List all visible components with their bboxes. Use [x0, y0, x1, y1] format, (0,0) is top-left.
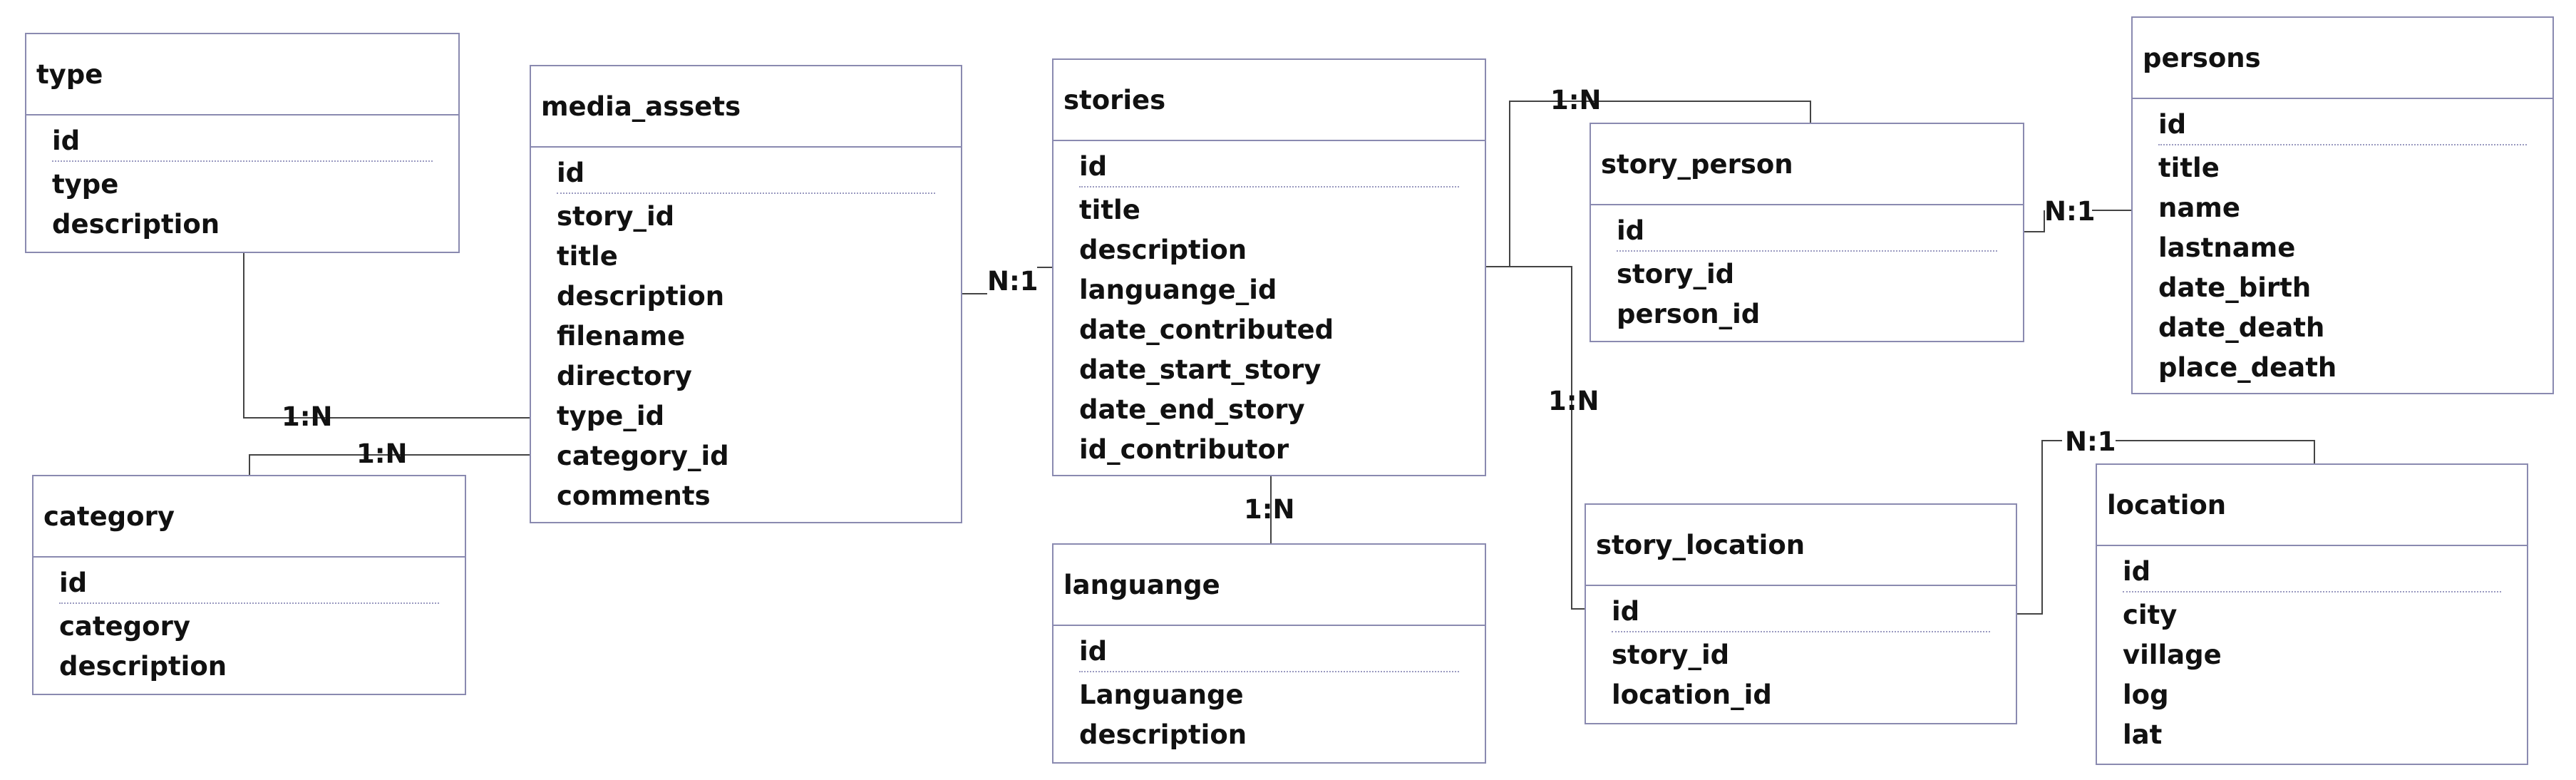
attribute: lastname: [2158, 232, 2296, 263]
attribute: category_id: [557, 441, 729, 471]
attribute: description: [59, 651, 227, 682]
line-stories-story-location: [1486, 266, 1585, 610]
attribute: date_start_story: [1079, 354, 1322, 385]
line-location-stub: [2116, 440, 2315, 463]
primary-key: id: [2123, 556, 2151, 587]
entity-name: media_assets: [541, 91, 741, 122]
attribute: id_contributor: [1079, 434, 1289, 465]
attribute: title: [1079, 195, 1140, 225]
attribute: directory: [557, 361, 692, 391]
primary-key: id: [59, 568, 88, 598]
primary-key: id: [52, 125, 81, 156]
attribute: category: [59, 611, 190, 642]
line-story-location-location: [2017, 440, 2062, 615]
cardinality-media-stories: N:1: [987, 266, 1039, 297]
entity-name: stories: [1063, 84, 1166, 116]
entity-name: type: [36, 58, 103, 90]
attribute: place_death: [2158, 352, 2337, 383]
attribute: log: [2123, 679, 2169, 710]
entity-name: story_location: [1596, 529, 1805, 560]
attribute: languange_id: [1079, 274, 1277, 305]
primary-key: id: [1079, 636, 1108, 667]
attribute: description: [52, 209, 220, 240]
entity-stories: stories id title description languange_i…: [1052, 58, 1486, 476]
entity-name: story_person: [1601, 148, 1793, 180]
attribute: story_id: [1612, 640, 1730, 670]
attribute: description: [1079, 719, 1247, 750]
attribute: person_id: [1617, 299, 1761, 329]
entity-location: location id city village log lat: [2096, 463, 2528, 765]
entity-name: category: [43, 501, 175, 532]
primary-key: id: [1617, 215, 1645, 246]
primary-key: id: [1612, 596, 1640, 627]
primary-key: id: [557, 158, 585, 188]
line-type-media: [243, 253, 530, 419]
attribute: date_end_story: [1079, 394, 1305, 425]
entity-story-person: story_person id story_id person_id: [1590, 123, 2024, 342]
entity-name: languange: [1063, 569, 1220, 600]
entity-media-assets: media_assets id story_id title descripti…: [530, 65, 962, 523]
attribute: location_id: [1612, 679, 1772, 710]
entity-category: category id category description: [32, 475, 466, 695]
attribute: type: [52, 169, 119, 200]
primary-key: id: [2158, 109, 2187, 140]
attribute: filename: [557, 321, 686, 351]
key-separator: [1617, 250, 1997, 252]
attribute: comments: [557, 481, 711, 511]
attribute: story_id: [1617, 259, 1735, 289]
attribute: description: [1079, 235, 1247, 265]
key-separator: [1079, 186, 1459, 188]
entity-languange: languange id Languange description: [1052, 543, 1486, 764]
cardinality-stories-languange: 1:N: [1244, 494, 1295, 525]
cardinality-type-media: 1:N: [282, 401, 333, 432]
attribute: lat: [2123, 719, 2163, 750]
entity-name: location: [2107, 489, 2227, 520]
attribute: story_id: [557, 201, 675, 232]
attribute: type_id: [557, 401, 665, 431]
entity-story-location: story_location id story_id location_id: [1585, 503, 2017, 724]
entity-name: persons: [2143, 42, 2261, 73]
key-separator: [557, 193, 935, 194]
cardinality-stories-story-location: 1:N: [1548, 386, 1599, 416]
cardinality-stories-story-person: 1:N: [1550, 85, 1602, 116]
line-category-media: [249, 454, 530, 475]
key-separator: [1612, 631, 1990, 632]
line-story-person-persons: [2024, 210, 2045, 232]
key-separator: [2123, 591, 2501, 592]
primary-key: id: [1079, 151, 1108, 182]
attribute: date_birth: [2158, 272, 2312, 303]
attribute: Languange: [1079, 679, 1244, 710]
attribute: date_contributed: [1079, 314, 1334, 345]
key-separator: [2158, 144, 2527, 145]
entity-type: type id type description: [25, 33, 460, 253]
attribute: date_death: [2158, 312, 2325, 343]
attribute: description: [557, 281, 725, 312]
cardinality-story-person-persons: N:1: [2044, 196, 2096, 227]
attribute: title: [557, 241, 618, 272]
cardinality-category-media: 1:N: [356, 438, 408, 469]
attribute: title: [2158, 153, 2220, 183]
attribute: name: [2158, 193, 2240, 223]
key-separator: [59, 602, 439, 604]
attribute: village: [2123, 640, 2222, 670]
key-separator: [52, 160, 433, 162]
cardinality-story-location-location: N:1: [2065, 426, 2116, 457]
entity-persons: persons id title name lastname date_birt…: [2131, 16, 2554, 394]
key-separator: [1079, 671, 1459, 672]
attribute: city: [2123, 600, 2178, 630]
